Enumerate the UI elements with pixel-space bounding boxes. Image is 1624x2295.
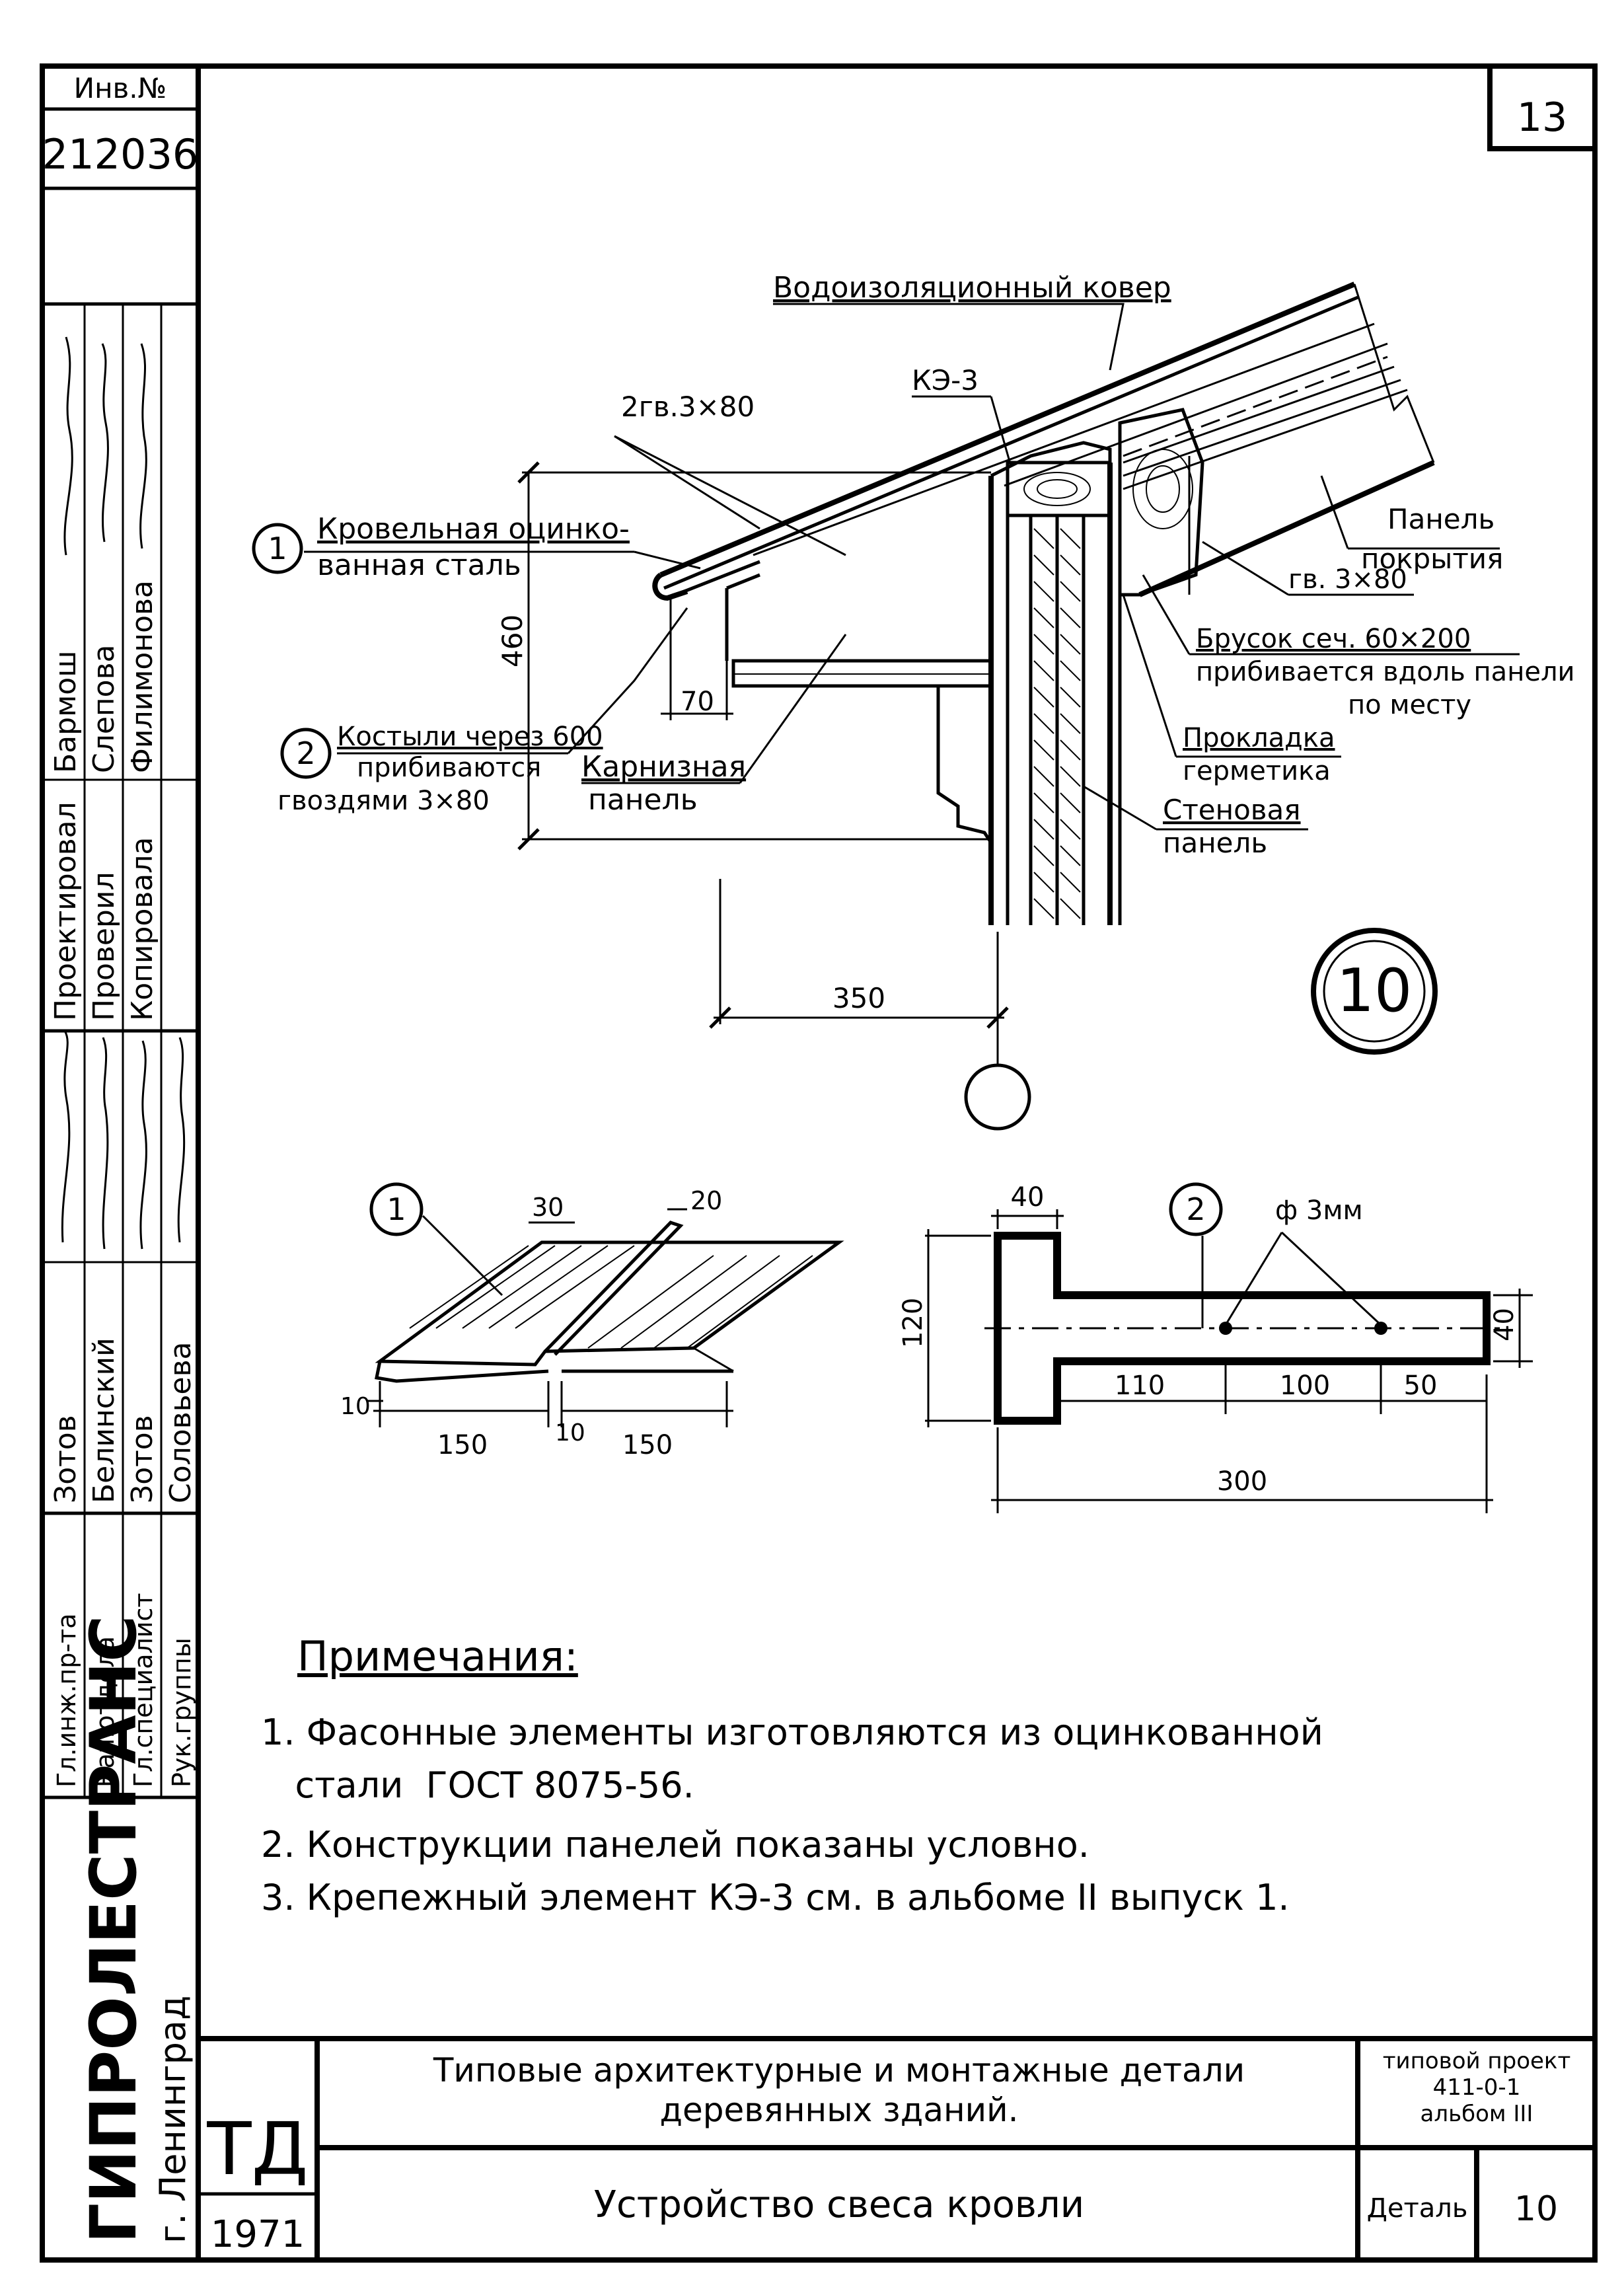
note-line-1: 1. Фасонные элементы изготовляются из оц… (261, 1712, 1323, 1753)
label-wall-1: Стеновая (1163, 794, 1301, 826)
label-crutch-3: гвоздями 3×80 (277, 786, 490, 816)
inv-label: Инв.№ (74, 72, 167, 104)
signature-6 (139, 1040, 147, 1250)
marker-1: 1 (268, 531, 287, 566)
label-crutch-1: Костыли через 600 (337, 722, 603, 752)
detail2-dim-120: 120 (898, 1298, 928, 1348)
dim-460: 460 (496, 615, 529, 667)
marker-2: 2 (296, 735, 315, 771)
duty-2: Проверил (87, 872, 121, 1021)
title-year: 1971 (211, 2213, 305, 2256)
signature-3 (139, 343, 147, 549)
sheet-frame (40, 63, 1598, 2263)
signature-4 (61, 1030, 71, 1243)
label-bar-1: Брусок сеч. 60×200 (1196, 624, 1471, 654)
name-left-2: Белинский (87, 1337, 121, 1503)
detail2-dim-100: 100 (1280, 1371, 1330, 1401)
name-right-1: Бармош (49, 651, 83, 773)
label-panel-1: Панель (1387, 503, 1495, 535)
role-1: Гл.инж.пр-та (52, 1614, 81, 1788)
dim-350: 350 (832, 982, 885, 1014)
label-bar-2: прибивается вдоль панели (1196, 657, 1575, 687)
title-code: ТД (206, 2107, 308, 2191)
sheet-number: 13 (1517, 94, 1567, 141)
detail1-dim-10b: 10 (555, 1419, 585, 1447)
name-left-4: Соловьева (164, 1341, 198, 1503)
label-nails-top: 2гв.3×80 (621, 391, 755, 423)
detail-callout-number: 10 (1337, 956, 1413, 1026)
org-city: г. Ленинград (152, 1996, 194, 2243)
duty-3: Копировала (126, 837, 159, 1021)
project-line-1: типовой проект (1383, 2048, 1571, 2074)
name-left-1: Зотов (49, 1415, 83, 1503)
signature-5 (102, 1037, 109, 1250)
label-roof-steel-2: ванная сталь (317, 548, 521, 582)
label-gasket-1: Прокладка (1183, 723, 1335, 753)
title-block (198, 2036, 1595, 2260)
duty-1: Проектировал (49, 802, 83, 1021)
label-waterproof: Водоизоляционный ковер (773, 271, 1171, 305)
dim-70: 70 (681, 687, 714, 717)
detail2-dim-40-right: 40 (1489, 1308, 1520, 1341)
detail-label: Деталь (1367, 2193, 1468, 2224)
title-line-2: деревянных зданий. (659, 2091, 1018, 2129)
sheet-number-box: 13 (1487, 66, 1595, 151)
signature-7 (177, 1037, 186, 1243)
label-bar-3: по месту (1348, 690, 1471, 720)
label-eave-panel-1: Карнизная (581, 750, 746, 784)
title-line-1: Типовые архитектурные и монтажные детали (433, 2051, 1245, 2089)
detail1-dim-20: 20 (690, 1186, 722, 1215)
detail2-diameter: ф 3мм (1275, 1195, 1363, 1226)
label-panel-2: покрытия (1361, 543, 1503, 575)
detail-1-drawing (367, 1182, 844, 1427)
project-line-2: 411-0-1 (1433, 2074, 1521, 2101)
detail2-dim-110: 110 (1115, 1371, 1165, 1401)
note-line-2: стали ГОСТ 8075-56. (261, 1764, 694, 1806)
role-4: Рук.группы (167, 1637, 196, 1787)
detail1-dim-150b: 150 (622, 1430, 673, 1460)
role-2: Нач.отдела (91, 1636, 120, 1787)
signature-2 (101, 343, 109, 543)
detail-2-drawing (925, 1182, 1533, 1513)
label-crutch-2: прибиваются (357, 753, 541, 783)
label-ke3: КЭ-3 (912, 364, 978, 396)
note-line-3: 2. Конструкции панелей показаны условно. (261, 1824, 1089, 1865)
notes-heading: Примечания: (297, 1632, 578, 1680)
detail1-dim-30: 30 (532, 1193, 564, 1222)
label-eave-panel-2: панель (588, 783, 698, 817)
detail-number: 10 (1514, 2189, 1558, 2229)
name-right-3: Филимонова (126, 580, 159, 773)
detail1-marker: 1 (387, 1191, 406, 1227)
detail2-dim-40-top: 40 (1011, 1182, 1045, 1213)
detail2-dim-50: 50 (1404, 1371, 1438, 1401)
signature-1 (63, 336, 73, 556)
detail2-marker: 2 (1186, 1191, 1205, 1227)
name-left-3: Зотов (126, 1415, 159, 1503)
label-nails-right: гв. 3×80 (1288, 564, 1407, 595)
eave-section-drawing (252, 282, 1520, 1131)
title-subtitle: Устройство свеса кровли (594, 2183, 1084, 2226)
label-gasket-2: герметика (1183, 756, 1331, 786)
label-roof-steel-1: Кровельная оцинко- (317, 512, 630, 546)
detail1-dim-150a: 150 (437, 1430, 488, 1460)
org-name: ГИПРОЛЕСТРАНС (77, 1615, 151, 2243)
inv-number: 212036 (42, 130, 199, 178)
name-right-2: Слепова (87, 645, 121, 774)
role-3: Гл.специалист (129, 1593, 158, 1787)
detail2-dim-300: 300 (1217, 1466, 1267, 1497)
side-stamp: Инв.№ 212036 Проектировал Проверил Копир… (42, 72, 199, 2243)
detail1-dim-10a: 10 (340, 1393, 371, 1420)
project-line-3: альбом III (1421, 2101, 1533, 2127)
label-wall-2: панель (1163, 827, 1267, 859)
note-line-4: 3. Крепежный элемент КЭ-3 см. в альбоме … (261, 1877, 1290, 1918)
